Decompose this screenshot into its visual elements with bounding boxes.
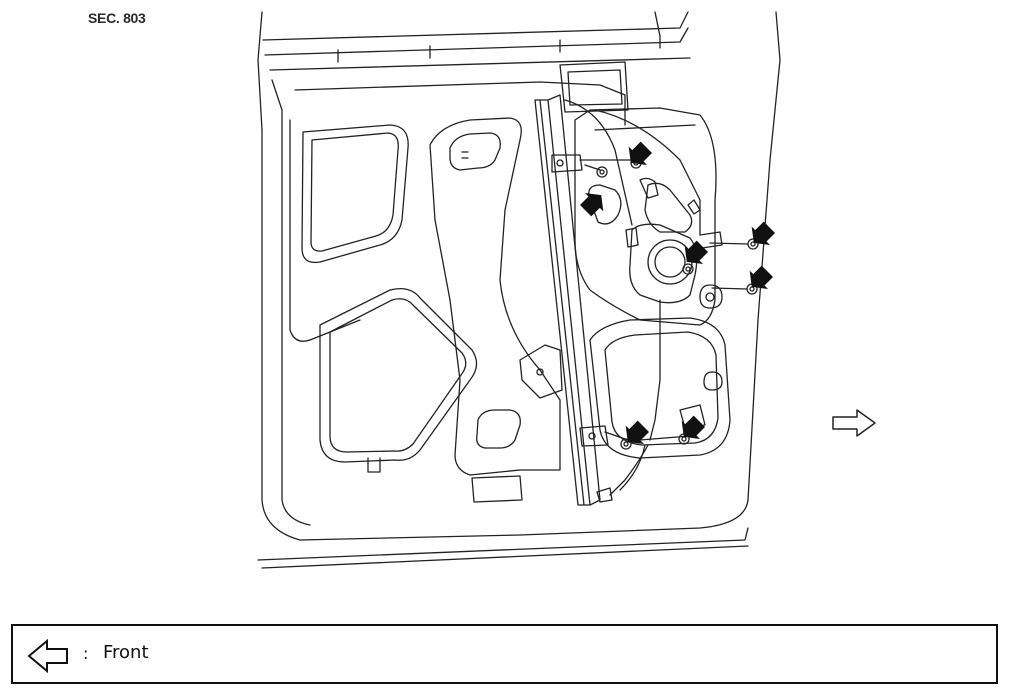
regulator-motor (625, 177, 723, 309)
door-inner-panel (289, 61, 629, 342)
bolt-arrow-icon (580, 192, 604, 217)
front-direction-arrow-icon (832, 409, 876, 437)
mid-bracket (519, 344, 563, 399)
upper-left-opening (301, 124, 409, 264)
glass-guide-rail (534, 94, 601, 506)
front-arrow-icon (27, 639, 68, 673)
legend-box: : Front (11, 624, 998, 684)
door-outer-panel (257, 11, 781, 569)
center-reinforcement (429, 117, 561, 503)
right-opening (574, 107, 731, 459)
legend-separator: : (83, 644, 89, 663)
bolt-arrow-icon (749, 265, 773, 290)
glass-holder-upper (551, 154, 641, 173)
bolt-arrow-icon (684, 240, 708, 265)
section-label: SEC. 803 (88, 10, 146, 26)
regulator-cable (564, 99, 701, 496)
bolts (596, 157, 759, 450)
bolt-arrow-icon (625, 420, 649, 445)
bolt-arrow-icon (628, 141, 652, 166)
bolt-arrow-icon (751, 221, 775, 246)
lower-left-opening (319, 287, 478, 473)
door-regulator-diagram (257, 11, 876, 569)
legend-label-front: Front (103, 642, 149, 663)
bolt-arrow-icon (681, 415, 705, 440)
